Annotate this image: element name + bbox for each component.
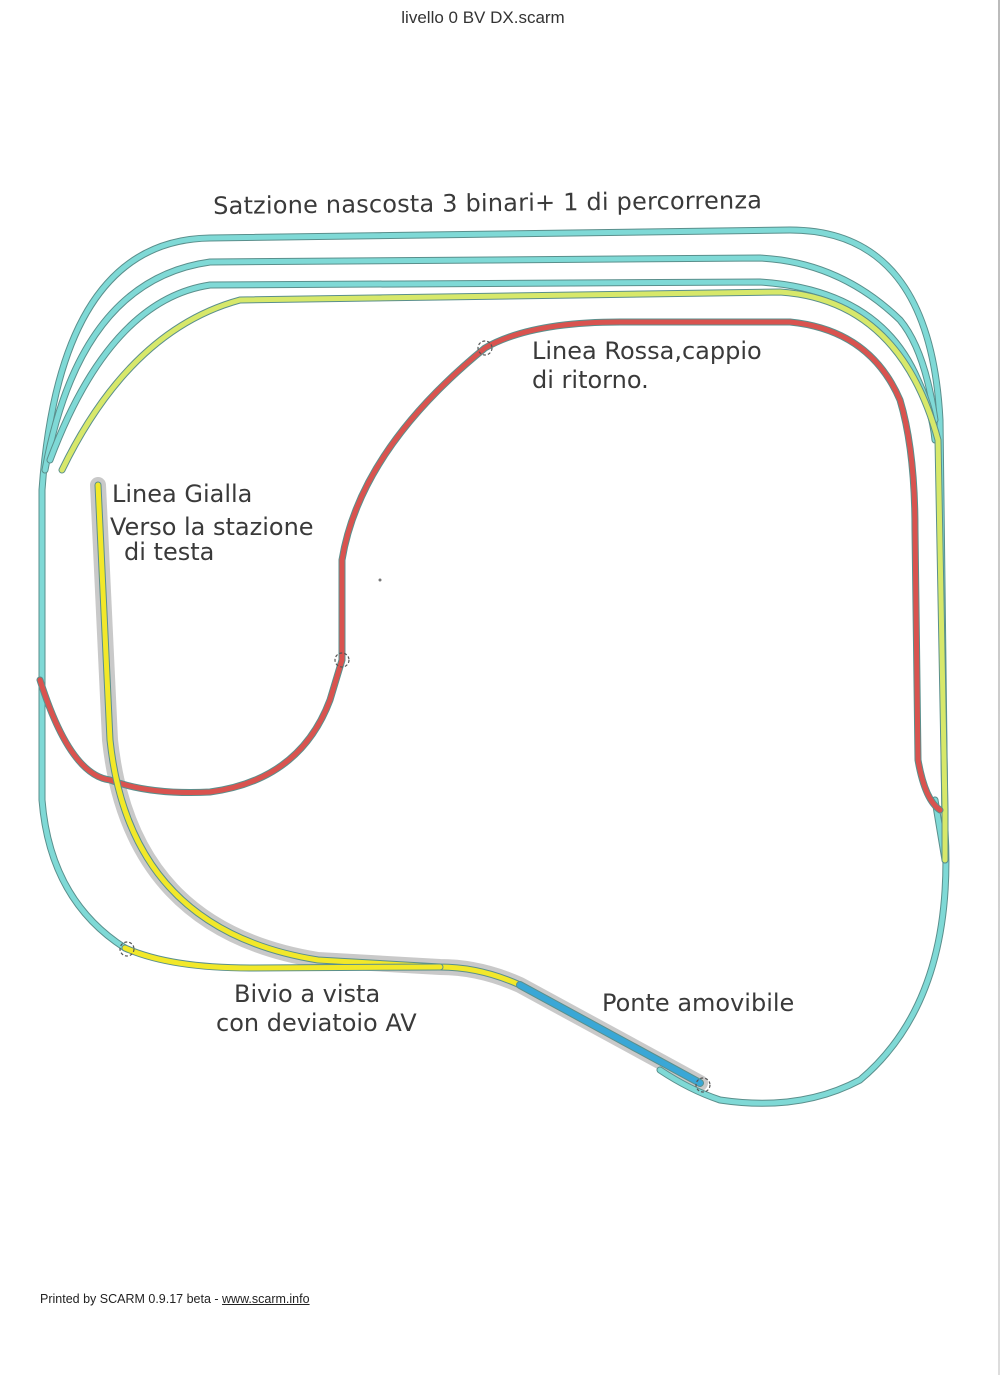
cyan-track-2 [42,255,938,473]
label-bridge: Ponte amovibile [602,989,795,1017]
connector-red-left [334,652,350,668]
footer: Printed by SCARM 0.9.17 beta - www.scarm… [40,1292,310,1306]
label-yellow-line-2: Verso la stazione [110,512,314,541]
pencil-dot [378,578,382,582]
label-hidden-station: Satzione nascosta 3 binari+ 1 di percorr… [213,186,763,220]
red-return-loop [37,319,943,813]
cyan-track-3 [47,279,938,463]
scan-edge [998,0,1000,1375]
track-connectors [119,340,711,1093]
removable-bridge [517,982,703,1086]
connector-junction [119,941,135,957]
label-yellow-line: Linea Gialla Verso la stazione di testa [110,480,314,566]
yellow-line [95,482,523,988]
connector-red-top [477,340,493,356]
label-red-line: Linea Rossa,cappio di ritorno. [532,337,762,395]
yellow-junction-branch [122,945,443,971]
label-red-line-1: Linea Rossa,cappio [532,337,762,365]
document-title: livello 0 BV DX.scarm [401,8,565,27]
label-junction: Bivio a vista con deviatoio AV [216,980,417,1038]
footer-text: Printed by SCARM 0.9.17 beta - [40,1292,223,1306]
label-yellow-line-1: Linea Gialla [112,480,253,508]
yellow-green-track-outline [58,288,949,864]
label-red-line-2: di ritorno. [532,365,649,394]
label-yellow-line-3: di testa [124,537,215,566]
connector-bridge [695,1077,711,1093]
hidden-station-tracks [38,226,950,1107]
yellow-green-track [59,289,948,863]
label-junction-1: Bivio a vista [234,980,381,1008]
footer-link[interactable]: www.scarm.info [222,1292,310,1306]
label-junction-2: con deviatoio AV [216,1008,417,1037]
cyan-track-3-outline [46,278,939,464]
